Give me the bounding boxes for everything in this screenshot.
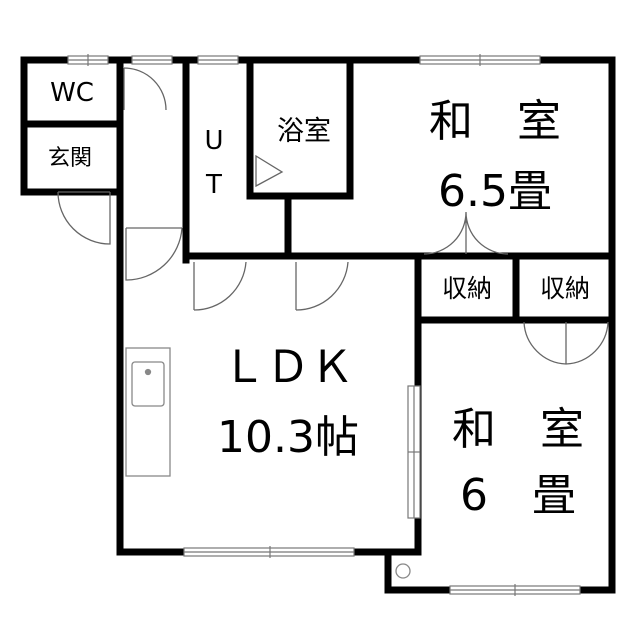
doors: [57, 67, 609, 365]
room-label-wc: WC: [50, 78, 94, 108]
pipe-space: [395, 563, 411, 579]
room-label-storage-a: 収納: [441, 274, 492, 303]
room-size-washitsu-b: 6 畳: [460, 470, 576, 521]
room-label-ldk: ＬＤＫ: [222, 342, 354, 393]
room-label-bath: 浴室: [277, 116, 331, 147]
room-label-washitsu-a: 和 室: [429, 96, 561, 147]
window-sashes: [68, 54, 580, 596]
room-size-ldk: 10.3帖: [217, 412, 359, 463]
kitchen-counter: [125, 347, 171, 477]
room-label-entrance: 玄関: [48, 146, 93, 171]
room-size-washitsu-a: 6.5畳: [438, 166, 552, 217]
room-label-storage-b: 収納: [539, 274, 590, 303]
room-label-utility-u: U: [204, 126, 224, 156]
room-label-utility-t: T: [206, 170, 222, 200]
room-label-washitsu-b: 和 室: [452, 404, 584, 455]
